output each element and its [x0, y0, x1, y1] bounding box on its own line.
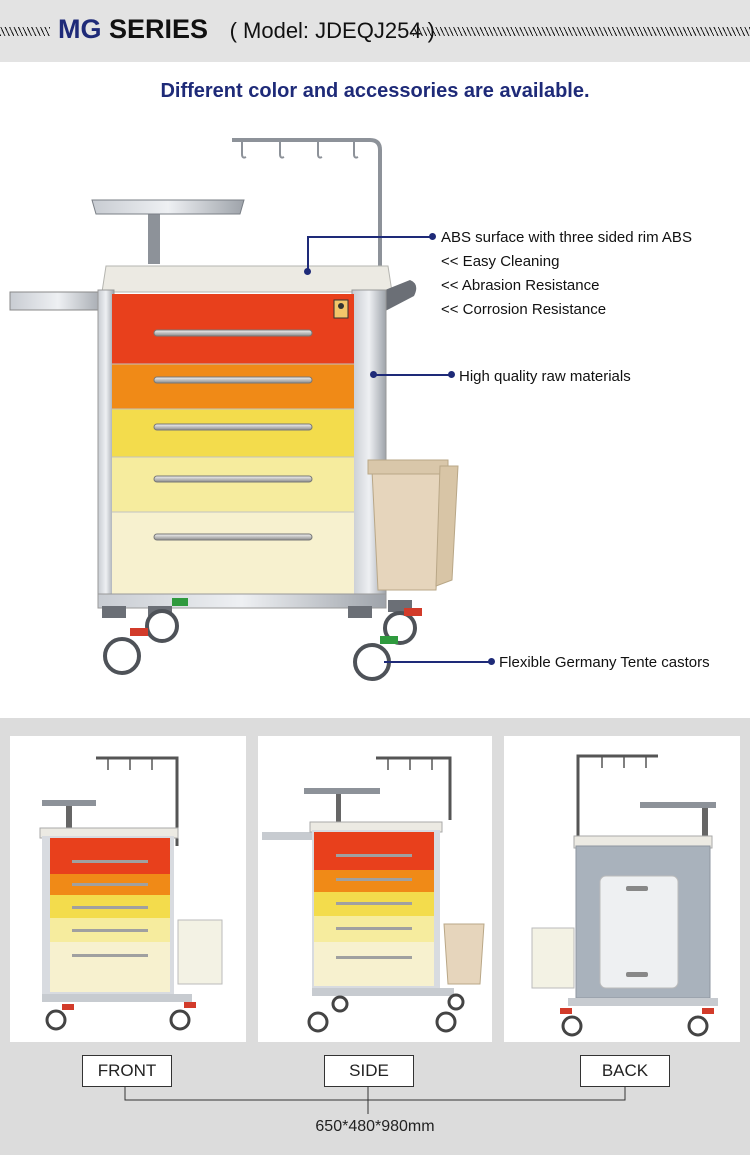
- trolley-main-image: [9, 138, 459, 681]
- model-number: ( Model: JDEQJ254 ): [229, 18, 435, 43]
- series-title: MG SERIES ( Model: JDEQJ254 ): [58, 14, 435, 45]
- dimension-bracket: [124, 1086, 626, 1114]
- callout-raw-materials: High quality raw materials: [459, 368, 631, 385]
- tagline: Different color and accessories are avai…: [160, 80, 590, 102]
- callout-abs-surface: ABS surface with three sided rim ABS: [441, 229, 692, 246]
- back-view-panel: [504, 736, 740, 1042]
- callout-corrosion-resistance: << Corrosion Resistance: [441, 301, 607, 318]
- callout-dot-materials: [370, 371, 377, 378]
- callout-dot-materials-end: [448, 371, 455, 378]
- side-view-image: [262, 756, 485, 1033]
- callout-dot-castors: [488, 658, 495, 665]
- front-view-image: [39, 756, 223, 1031]
- series-word: SERIES: [109, 14, 209, 44]
- callout-line-abs: [307, 236, 431, 238]
- callout-line-materials: [374, 374, 450, 376]
- callout-line-castors: [384, 661, 490, 663]
- callout-abrasion-resistance: << Abrasion Resistance: [441, 277, 600, 294]
- back-view-image: [531, 754, 718, 1037]
- header-hatch-right: [413, 27, 750, 36]
- callout-easy-cleaning: << Easy Cleaning: [441, 253, 560, 270]
- side-view-panel: [258, 736, 492, 1042]
- callout-dot-abs: [304, 268, 311, 275]
- callout-line-abs-vertical: [307, 236, 309, 270]
- callout-castors: Flexible Germany Tente castors: [499, 654, 710, 671]
- front-view-panel: [10, 736, 246, 1042]
- header-hatch-left: [0, 27, 50, 36]
- side-label: SIDE: [324, 1055, 414, 1087]
- front-label: FRONT: [82, 1055, 172, 1087]
- brand-name: MG: [58, 14, 102, 44]
- callout-dot-abs-end: [429, 233, 436, 240]
- back-label: BACK: [580, 1055, 670, 1087]
- dimensions-text: 650*480*980mm: [315, 1118, 435, 1135]
